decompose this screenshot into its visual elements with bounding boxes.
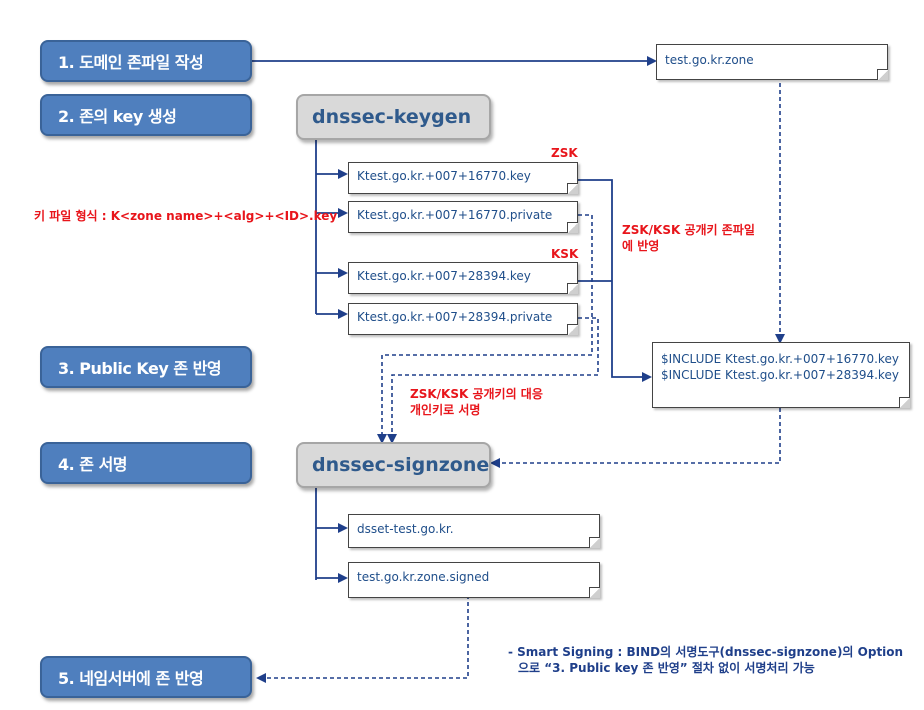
reflect-label-line-2: 에 반영: [622, 239, 660, 253]
arrow-zsk-key-to-include: [578, 179, 652, 382]
zone-file: test.go.kr.zone: [656, 44, 888, 80]
include-line-1: $INCLUDE Ktest.go.kr.+007+16770.key: [661, 352, 899, 366]
zsk-key-file: Ktest.go.kr.+007+16770.key: [348, 162, 578, 194]
ksk-private-file: Ktest.go.kr.+007+28394.private: [348, 303, 578, 335]
include-zone-file: $INCLUDE Ktest.go.kr.+007+16770.key $INC…: [652, 342, 910, 408]
step-4-box: 4. 존 서명: [40, 442, 252, 484]
note-line-2: 으로 “3. Public key 존 반영” 절차 없이 서명처리 가능: [518, 661, 815, 675]
sign-label: ZSK/KSK 공개키의 대응 개인키로 서명: [410, 386, 543, 418]
step-5-box: 5. 네임서버에 존 반영: [40, 656, 252, 698]
reflect-label-line-1: ZSK/KSK 공개키 존파일: [622, 223, 755, 237]
smart-signing-note: - Smart Signing : BIND의 서명도구(dnssec-sign…: [508, 644, 903, 676]
dnssec-signzone-box: dnssec-signzone: [296, 442, 491, 488]
sign-label-line-1: ZSK/KSK 공개키의 대응: [410, 387, 543, 401]
dnssec-keygen-box: dnssec-keygen: [296, 94, 491, 140]
dashed-ksk-private-to-signzone: [387, 317, 599, 444]
zsk-private-file: Ktest.go.kr.+007+16770.private: [348, 201, 578, 233]
signed-zone-file: test.go.kr.zone.signed: [348, 562, 600, 598]
sign-label-line-2: 개인키로 서명: [410, 403, 481, 417]
step-3-box: 3. Public Key 존 반영: [40, 346, 252, 388]
step-1-box: 1. 도메인 존파일 작성: [40, 40, 252, 82]
key-format-label: 키 파일 형식 : K<zone name>+<alg>+<ID>.key: [34, 209, 338, 223]
dashed-include-to-signzone: [490, 408, 781, 468]
dashed-signed-to-step5: [256, 595, 469, 683]
zsk-label: ZSK: [551, 146, 578, 160]
dashed-zsk-private-to-signzone: [377, 214, 593, 444]
dsset-file: dsset-test.go.kr.: [348, 514, 600, 548]
ksk-key-file: Ktest.go.kr.+007+28394.key: [348, 262, 578, 294]
note-line-1: - Smart Signing : BIND의 서명도구(dnssec-sign…: [508, 645, 904, 659]
reflect-label: ZSK/KSK 공개키 존파일 에 반영: [622, 222, 755, 254]
ksk-label: KSK: [551, 247, 579, 261]
include-line-2: $INCLUDE Ktest.go.kr.+007+28394.key: [661, 368, 899, 382]
step-2-box: 2. 존의 key 생성: [40, 94, 252, 136]
